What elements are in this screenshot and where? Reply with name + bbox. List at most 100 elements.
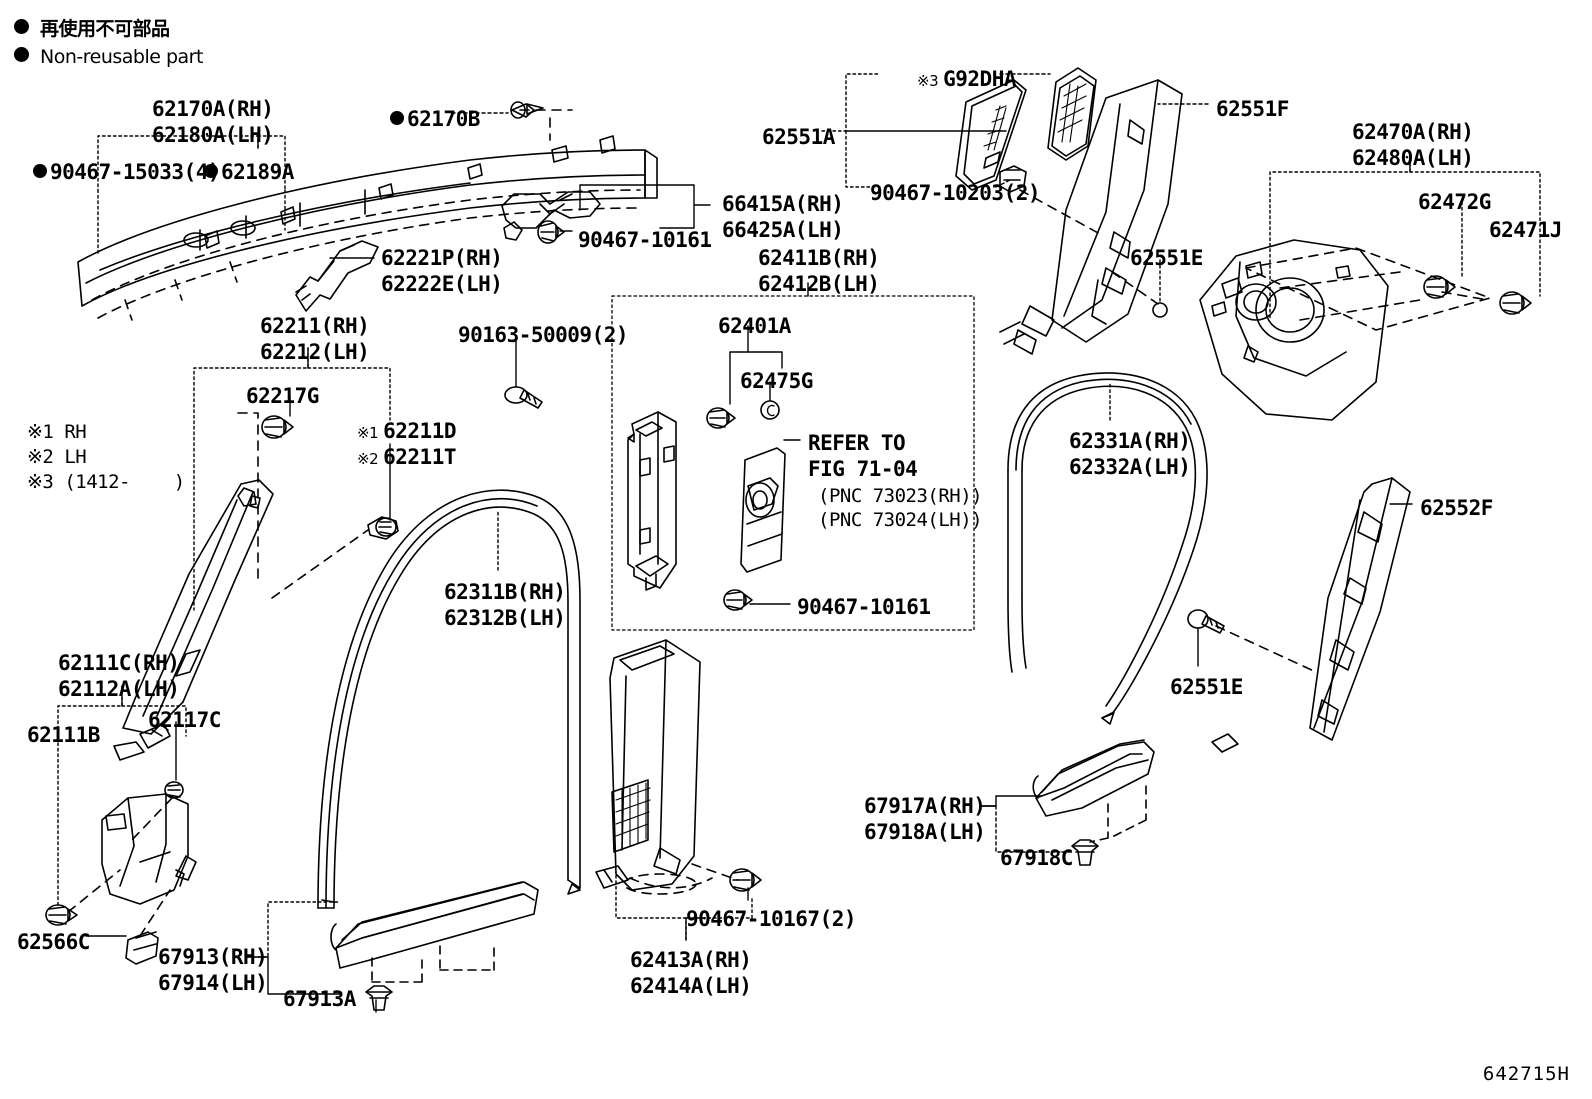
- part-label-62551e: 62551E: [1170, 674, 1243, 700]
- note-1: ※1 RH: [27, 420, 87, 444]
- part-label-62566c: 62566C: [17, 929, 90, 955]
- part-number-text: 62112A(LH): [58, 677, 180, 701]
- rear-weatherstrip-62331a: [1007, 372, 1208, 725]
- note-3-text: (1412- ): [64, 471, 185, 493]
- note-2-marker: ※2: [27, 446, 54, 468]
- speaker-cover-g92dha: [1047, 67, 1097, 161]
- screw-62551e-bottom: [1187, 609, 1225, 634]
- clip-90467-10161-a: [537, 220, 565, 244]
- part-label-62551f: 62551F: [1216, 96, 1289, 122]
- refer-to-line-1: REFER TO: [808, 431, 906, 455]
- part-label-62212-lh-: 62212(LH): [260, 339, 370, 365]
- part-number-text: 62211T: [383, 445, 456, 469]
- clip-62217g: [261, 415, 294, 439]
- clip-90467-10161-lower: [723, 589, 753, 611]
- part-label-62112a-lh-: 62112A(LH): [58, 676, 180, 702]
- part-label-67918a-lh-: 67918A(LH): [864, 819, 986, 845]
- part-number-text: 62221P(RH): [381, 246, 503, 270]
- part-number-text: 62312B(LH): [444, 606, 566, 630]
- part-number-text: 62180A(LH): [152, 123, 274, 147]
- quarter-pillar-garnish-62552f: [1211, 477, 1411, 753]
- part-number-text: 62480A(LH): [1352, 146, 1474, 170]
- part-number-text: 62472G: [1418, 190, 1491, 214]
- part-label-62480a-lh-: 62480A(LH): [1352, 145, 1474, 171]
- part-label-90163-50009-2-: 90163-50009(2): [458, 322, 629, 348]
- b-pillar-upper-garnish-62551f: [999, 79, 1183, 355]
- part-number-text: 62414A(LH): [630, 974, 752, 998]
- part-label-62470a-rh-: 62470A(RH): [1352, 119, 1474, 145]
- note-3-marker: ※3: [27, 471, 54, 493]
- legend-english-text: Non-reusable part: [40, 46, 203, 68]
- clip-62472g: [1423, 275, 1456, 299]
- part-number-text: 62551F: [1216, 97, 1289, 121]
- speaker-grille-62551a: [955, 79, 1027, 191]
- part-number-text: 62401A: [718, 314, 791, 338]
- refer-to-line-2: FIG 71-04: [808, 457, 918, 481]
- part-label-67913-rh-: 67913(RH): [158, 944, 268, 970]
- part-label-62401a: 62401A: [718, 313, 791, 339]
- part-number-text: 62413A(RH): [630, 948, 752, 972]
- center-pillar-trim-lower: [595, 639, 701, 891]
- part-number-text: 62211(RH): [260, 314, 370, 338]
- part-number-text: 62332A(LH): [1069, 455, 1191, 479]
- part-label-62475g: 62475G: [740, 368, 813, 394]
- part-label-62411b-rh-: 62411B(RH): [758, 245, 880, 271]
- part-number-text: 90467-10161: [797, 595, 931, 619]
- clip-67913a: [365, 985, 393, 1011]
- part-number-text: 62470A(RH): [1352, 120, 1474, 144]
- note-2: ※2 LH: [27, 445, 87, 469]
- part-label-90467-10161: 90467-10161: [578, 227, 712, 253]
- nonreusable-legend-bullet-en: [14, 47, 29, 62]
- part-number-text: 62475G: [740, 369, 813, 393]
- part-label-62211-rh-: 62211(RH): [260, 313, 370, 339]
- part-number-text: 90467-10161: [578, 228, 712, 252]
- part-note-marker: ※2: [357, 450, 379, 468]
- part-number-text: 62311B(RH): [444, 580, 566, 604]
- part-number-text: 90467-15033(4): [50, 160, 221, 184]
- note-1-text: RH: [64, 421, 87, 443]
- clip-67918c: [1071, 839, 1099, 866]
- clip-62170b: [510, 101, 544, 119]
- part-number-text: 62117C: [148, 708, 221, 732]
- callout-dot-62551e-top: [1152, 302, 1168, 318]
- part-label-90467-10167-2-: 90467-10167(2): [686, 906, 857, 932]
- part-label-62412b-lh-: 62412B(LH): [758, 271, 880, 297]
- cowl-side-trim-62111c: [101, 793, 197, 905]
- part-number-text: 67917A(RH): [864, 794, 986, 818]
- part-number-text: 67918C: [1000, 846, 1073, 870]
- part-note-marker: ※1: [357, 424, 379, 442]
- part-label-67914-lh-: 67914(LH): [158, 970, 268, 996]
- part-label-90467-15033-4-: 90467-15033(4): [33, 159, 221, 185]
- part-number-text: 62551E: [1130, 246, 1203, 270]
- door-weatherstrip-62311b: [317, 489, 581, 909]
- part-number-text: 62170B: [407, 107, 480, 131]
- note-1-marker: ※1: [27, 421, 54, 443]
- part-number-text: 62170A(RH): [152, 97, 274, 121]
- clip-62566c: [125, 931, 159, 965]
- part-label-62312b-lh-: 62312B(LH): [444, 605, 566, 631]
- part-label-62471j: 62471J: [1489, 217, 1562, 243]
- part-label-62222e-lh-: 62222E(LH): [381, 271, 503, 297]
- note-3: ※3 (1412- ): [27, 470, 185, 494]
- clip-62471j: [1499, 291, 1532, 315]
- part-label-62189a: 62189A: [204, 159, 294, 185]
- part-number-text: 67913A: [283, 987, 356, 1011]
- clip-62401a-upper: [706, 407, 736, 429]
- part-label-62111c-rh-: 62111C(RH): [58, 650, 180, 676]
- bracket-62221p: [295, 240, 379, 312]
- part-number-text: 66415A(RH): [722, 192, 844, 216]
- part-label-62217g: 62217G: [246, 383, 319, 409]
- refer-to-pnc-rh: (PNC 73023(RH)): [818, 485, 983, 507]
- part-label-62331a-rh-: 62331A(RH): [1069, 428, 1191, 454]
- legend-japanese-text: 再使用不可部品: [40, 18, 170, 40]
- part-number-text: 66425A(LH): [722, 218, 844, 242]
- part-label-62332a-lh-: 62332A(LH): [1069, 454, 1191, 480]
- screw-90163-50009: [504, 386, 543, 409]
- part-number-text: 62411B(RH): [758, 246, 880, 270]
- part-number-text: 62331A(RH): [1069, 429, 1191, 453]
- seatbelt-anchor-part: [740, 447, 786, 573]
- part-label-62413a-rh-: 62413A(RH): [630, 947, 752, 973]
